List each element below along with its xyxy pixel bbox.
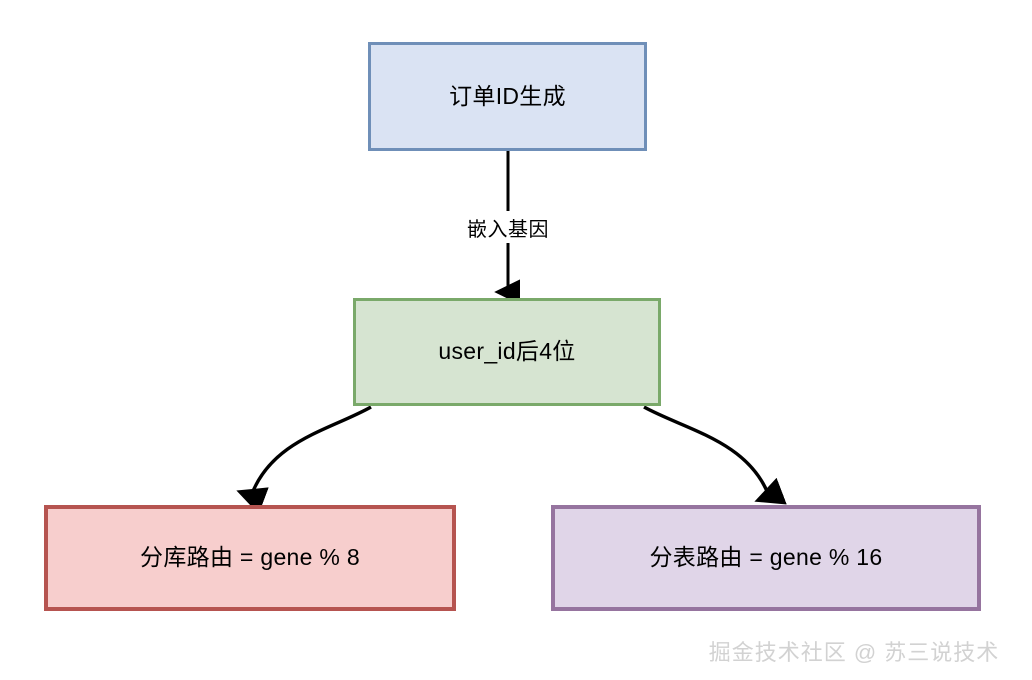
edge-label-embed-gene: 嵌入基因	[452, 211, 564, 243]
node-order-id-label: 订单ID生成	[449, 82, 566, 109]
node-db-route[interactable]: 分库路由 = gene % 8	[44, 505, 456, 611]
edge-to-table-route-curve	[643, 405, 787, 505]
node-table-route[interactable]: 分表路由 = gene % 16	[551, 505, 981, 611]
node-table-route-label: 分表路由 = gene % 16	[649, 544, 883, 571]
watermark-text: 掘金技术社区 @ 苏三说技术	[708, 640, 1000, 665]
node-user-gene-label: user_id后4位	[438, 338, 576, 365]
watermark: 掘金技术社区 @ 苏三说技术	[694, 636, 1014, 666]
node-db-route-label: 分库路由 = gene % 8	[140, 544, 360, 571]
edge-label-embed-gene-text: 嵌入基因	[467, 218, 549, 241]
node-order-id[interactable]: 订单ID生成	[368, 42, 647, 151]
edge-to-db-route-curve	[236, 405, 372, 515]
node-user-gene[interactable]: user_id后4位	[353, 298, 661, 406]
